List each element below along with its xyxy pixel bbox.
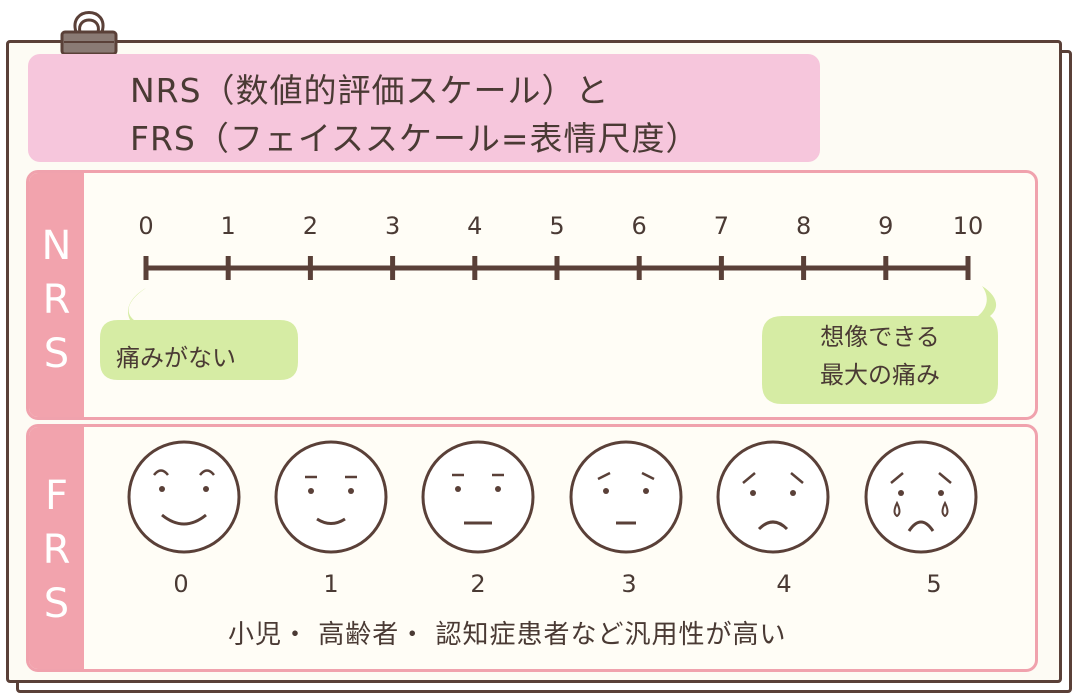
happy-face-icon [274,440,388,554]
title-line-2: FRS（フェイススケール=表情尺度） [130,119,700,158]
frs-label-letter: S [43,581,70,627]
nrs-scale [143,256,971,280]
nrs-tick-label: 8 [795,212,812,240]
frs-side-label: F R S [29,427,84,669]
title-line-1: NRS（数値的評価スケール）と [130,71,610,110]
frs-note: 小児・ 高齢者・ 認知症患者など汎用性が高い [228,620,787,650]
nrs-tick-label: 0 [138,212,154,240]
nrs-label-letter: N [41,223,72,269]
worst-pain-label: 想像できる 最大の痛み [790,318,970,394]
right-speech-bubble [762,286,998,404]
left-speech-bubble [100,288,298,380]
frs-label-letter: F [44,473,68,519]
nrs-tick-label: 1 [220,212,236,240]
face-value-label: 2 [470,570,486,598]
face-value-label: 0 [173,570,189,598]
nrs-tick-label: 5 [549,212,565,240]
face-value-label: 3 [621,570,637,598]
nrs-tick-label: 4 [467,212,483,240]
nrs-tick-label: 10 [952,212,984,240]
nrs-label-letter: R [42,277,71,323]
very-happy-face-icon [127,440,241,554]
nrs-tick-label: 2 [302,212,319,240]
worst-pain-line: 想像できる [820,323,940,351]
title-banner [28,54,820,162]
worst-pain-line: 最大の痛み [820,361,940,389]
no-pain-label: 痛みがない [116,344,236,372]
nrs-tick-label: 7 [713,212,730,240]
nrs-label-letter: S [43,331,70,377]
neutral-face-icon [421,440,535,554]
face-value-label: 4 [776,570,792,598]
crying-face-icon [864,440,978,554]
nrs-tick-label: 3 [384,212,401,240]
frs-label-letter: R [42,527,71,573]
nrs-tick-label: 6 [631,212,647,240]
slightly-sad-face-icon [569,440,683,554]
face-value-label: 5 [926,570,942,598]
nrs-tick-label: 9 [878,212,894,240]
sad-face-icon [716,440,830,554]
face-value-label: 1 [323,570,339,598]
nrs-side-label: N R S [29,173,84,417]
